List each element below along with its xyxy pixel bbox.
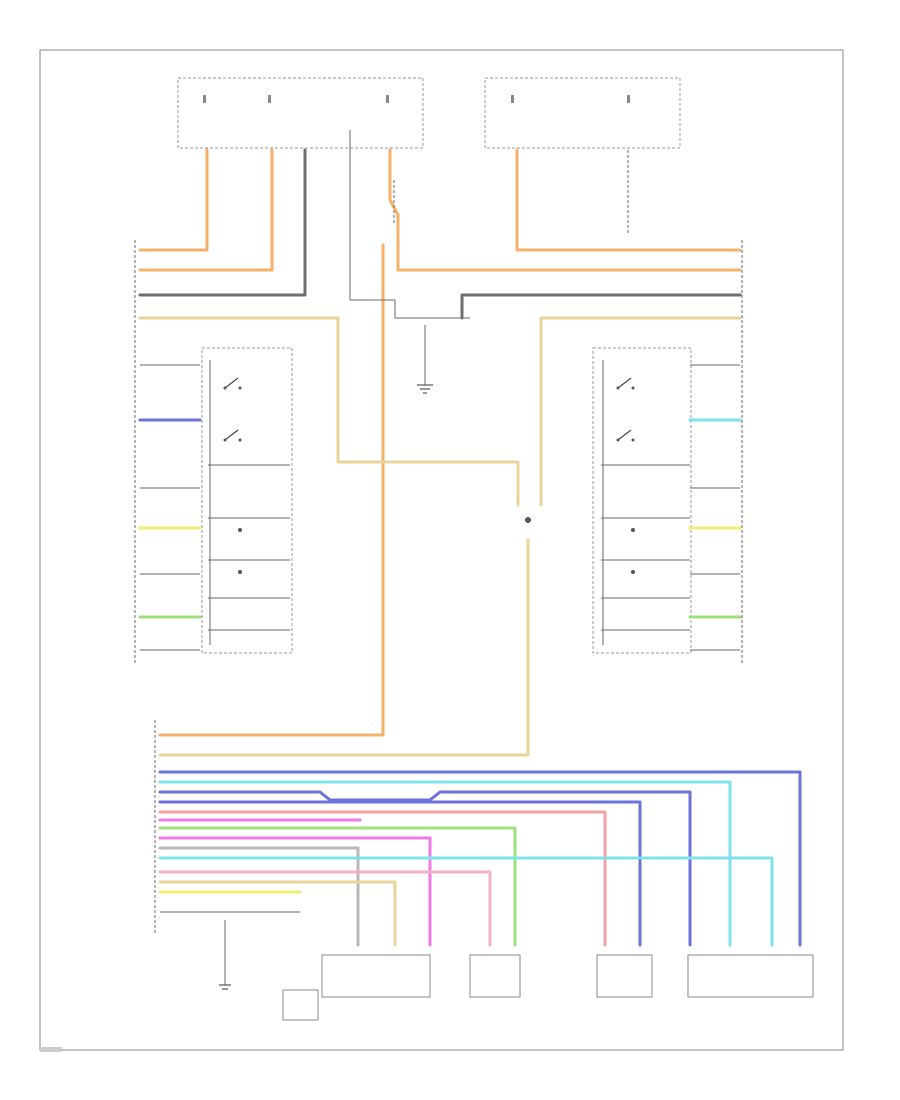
underhood-fuse-block-left: [177, 77, 424, 149]
wire-orange-long: [158, 243, 385, 737]
driver-seat-heater-switch: [201, 347, 293, 654]
driver-switch-wires: [138, 364, 202, 651]
temperature-sensor-box: [282, 989, 319, 1021]
power-feed-wires: [138, 148, 742, 737]
wire-gray-right: [460, 293, 742, 320]
underhood-fuse-block-right: [484, 77, 681, 149]
wire-tan-serial-right: [539, 316, 742, 507]
fuse-block-fuse-markers: [203, 95, 630, 103]
wire-orange-1: [138, 148, 209, 252]
seat-module-output-wires: [158, 770, 802, 985]
wire-orange-center: [388, 148, 742, 272]
driver-seat-heater-element: [321, 954, 431, 998]
passenger-seatback-heater-element: [687, 954, 814, 998]
passenger-seat-heater-switch: [592, 347, 692, 654]
wire-gray-left: [138, 148, 307, 297]
driver-switch-contacts: [208, 377, 290, 631]
wire-orange-2: [138, 148, 274, 272]
passenger-switch-wires: [688, 364, 742, 651]
passenger-seat-heater-element: [596, 954, 653, 998]
driver-seatback-heater-element: [469, 954, 521, 998]
footer-code-box: [40, 1047, 62, 1052]
passenger-switch-contacts: [601, 377, 690, 631]
wire-tan-serial-left: [138, 316, 520, 507]
ground-and-splice-lines: [349, 130, 629, 394]
wire-orange-right-1: [515, 148, 742, 252]
ground-symbol-bottom: [219, 984, 231, 990]
serial-data-splice: [525, 517, 531, 523]
diagram-border: [39, 49, 844, 1051]
wire-tan-serial-bottom: [158, 538, 530, 757]
